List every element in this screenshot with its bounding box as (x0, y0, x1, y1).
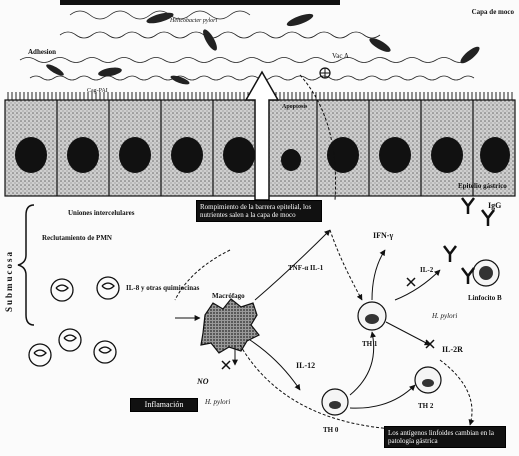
label-th1: TH 1 (362, 340, 378, 348)
inflammation-box: Inflamación (130, 398, 198, 412)
top-bar (60, 0, 340, 5)
label-intercellular-junctions: Uniones intercelulares (68, 209, 135, 217)
label-pmn-recruitment: Reclutamiento de PMN (42, 234, 112, 242)
label-vac-a: Vac A (332, 52, 349, 60)
label-th0: TH 0 (323, 426, 339, 434)
label-il2: IL-2 (420, 266, 434, 274)
macrophage-cell (201, 299, 259, 353)
label-mucus-layer: Capa de moco (472, 8, 515, 16)
arrow-il2r (386, 322, 430, 345)
label-macrophage: Macrófago (212, 292, 245, 300)
pmn-cells (29, 277, 119, 366)
label-th2: TH 2 (418, 402, 434, 410)
label-adhesion: Adhesion (28, 48, 56, 56)
arrow-il12 (250, 340, 300, 390)
inhibition-crosses (222, 278, 434, 369)
label-il8: IL-8 y otras quimiocinas (126, 284, 200, 292)
mucus-layer (20, 11, 474, 80)
label-tnf-il1: TNF-α IL-1 (288, 264, 324, 272)
label-h-pylori-no: H. pylori (204, 398, 230, 406)
label-cag-pai: Cag-PAI (87, 88, 108, 94)
label-ifn: IFN-γ (373, 231, 393, 240)
arrow-th2 (350, 385, 415, 408)
label-il2r: IL-2R (442, 345, 463, 354)
submucosa-brace (18, 205, 34, 325)
bottom-antigen-box: Los antígenos linfoides cambian en la pa… (384, 426, 506, 448)
label-lymphocyte-b: Linfocito B (468, 294, 502, 302)
label-igg: IgG (488, 201, 501, 210)
label-no: NO (196, 377, 209, 386)
label-gastric-epithelium: Epitelio gástrico (458, 182, 507, 190)
label-il12: IL-12 (296, 361, 315, 370)
arrow-ifn (372, 250, 385, 300)
label-submucosa: Submucosa (4, 222, 14, 312)
label-h-pylori-th: H. pylori (431, 312, 457, 320)
label-h-pylori-top: Helicobacter pylori (169, 18, 217, 24)
arrow-il2 (395, 270, 440, 300)
barrier-break-box: Rompimiento de la barrera epitelial, los… (196, 200, 322, 222)
t-cell-nuclei (329, 266, 493, 409)
label-apoptosis: Apoptosis (282, 104, 308, 110)
